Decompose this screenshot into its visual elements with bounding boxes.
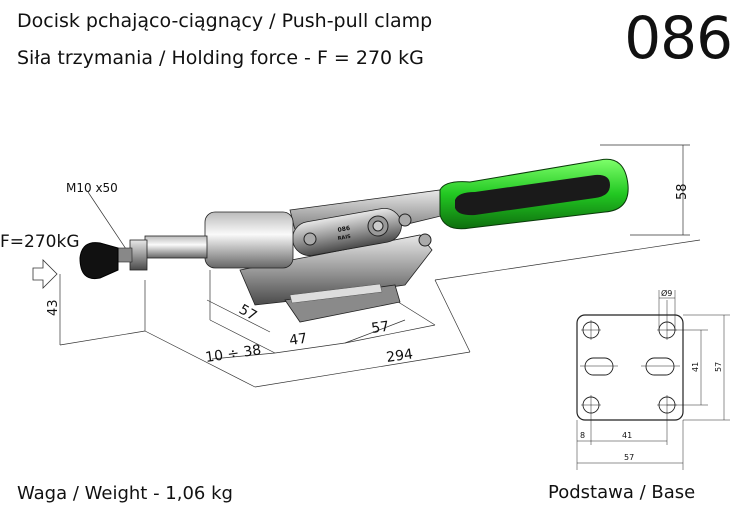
base-plate-drawing (576, 290, 730, 470)
dim-plate-width: 57 (624, 453, 634, 462)
title-line-2: Siła trzymania / Holding force - F = 270… (17, 47, 424, 69)
dim-edge-offset: 8 (580, 431, 585, 440)
dim-294: 294 (385, 346, 414, 366)
dimension-lines (59, 144, 701, 388)
part-marking-2: RAIS (337, 234, 351, 242)
green-handle (439, 158, 629, 230)
dim-43: 43 (46, 299, 61, 316)
force-label: F=270kG (0, 232, 80, 252)
part-marking-1: 086 (337, 225, 351, 234)
dim-57-depth: 57 (236, 302, 259, 325)
dim-57-length: 57 (370, 319, 390, 337)
screw-label: M10 x50 (66, 181, 118, 195)
dim-47: 47 (288, 331, 308, 349)
clamp-body: 086 RAIS (79, 189, 446, 323)
dim-stroke: 10 ÷ 38 (204, 342, 262, 366)
dim-hole-diameter: Ø9 (661, 288, 672, 298)
title-line-1: Docisk pchająco-ciągnący / Push-pull cla… (17, 10, 433, 32)
dim-hole-spacing-vertical: 41 (691, 362, 700, 372)
force-arrow-icon (32, 259, 58, 289)
dim-hole-spacing-horizontal: 41 (622, 431, 632, 440)
weight-label: Waga / Weight - 1,06 kg (17, 483, 233, 504)
dim-58: 58 (675, 183, 690, 200)
model-number: 086 (624, 4, 733, 72)
base-caption: Podstawa / Base (548, 482, 696, 503)
dim-plate-height: 57 (714, 362, 723, 372)
